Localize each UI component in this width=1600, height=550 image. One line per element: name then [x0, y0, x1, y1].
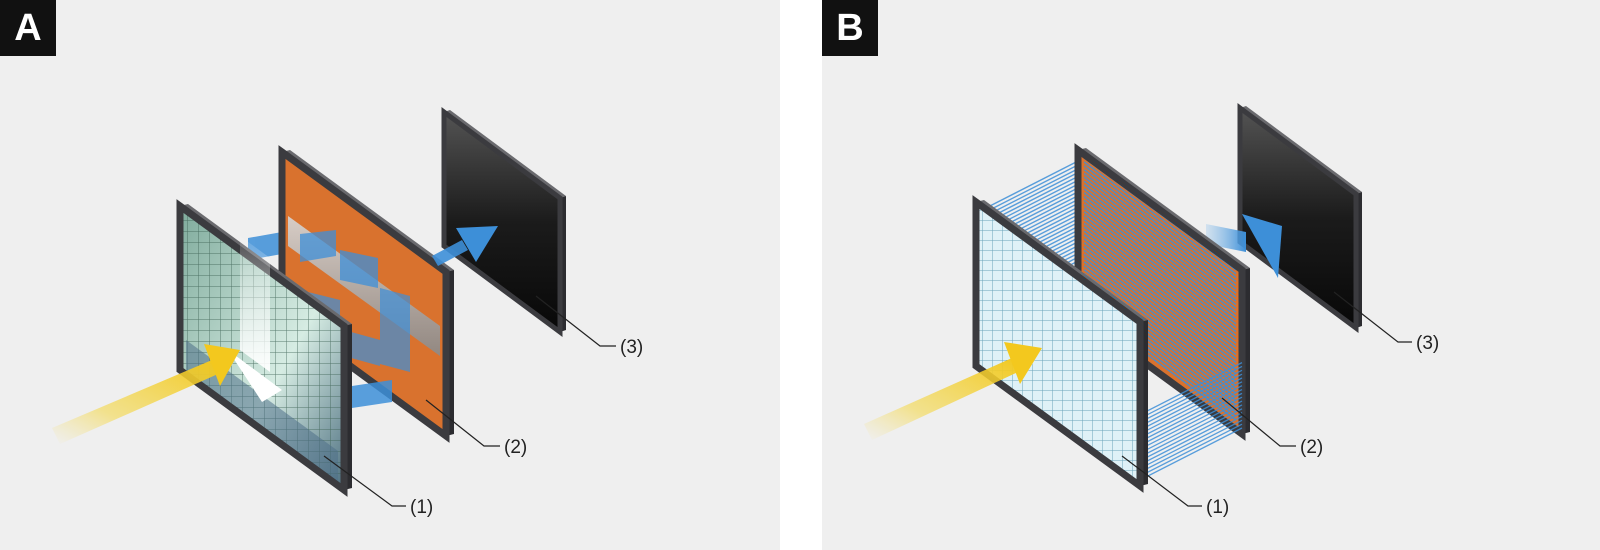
panel-b-fiber-line: [1139, 419, 1243, 473]
panel-b-fiber-line: [1083, 203, 1237, 317]
panel-b-leaders: [1121, 291, 1412, 507]
panel-b-label: B: [822, 0, 878, 56]
panel-b-fiber-line: [1083, 176, 1237, 290]
panel-b-fiber-line: [1083, 172, 1237, 286]
panel-b-callout-2: (2): [1300, 437, 1323, 458]
panel-b-fiber-line: [1139, 404, 1243, 458]
panel-b-fiber-line: [1139, 385, 1243, 439]
panel-b-fiber-line: [1083, 188, 1237, 302]
panel-b-fiber-line: [1083, 245, 1237, 360]
panel-b-fiber-line: [1083, 242, 1237, 356]
panel-b: B: [822, 0, 1600, 550]
panel-a-callout-2: (2): [504, 437, 527, 458]
panel-a-callout-3: (3): [620, 337, 643, 358]
panel-a-callout-1: (1): [410, 497, 433, 518]
panel-b-fiber-line: [1139, 365, 1243, 420]
panel-b-fiber-line: [1083, 257, 1237, 371]
panel-b-fiber-line: [1083, 253, 1237, 367]
panel-b-fiber-line: [1083, 215, 1237, 329]
panel-b-fiber-line: [1139, 381, 1243, 435]
panel-b-fiber-line: [1083, 195, 1237, 310]
panel-a-leaders: [323, 295, 616, 507]
panel-b-fiber-line: [981, 161, 1085, 215]
panel-b-fiber-line: [1083, 199, 1237, 313]
panel-b-fiber-line: [1083, 207, 1237, 321]
panel-b-fiber-line: [1083, 261, 1237, 375]
panel-b-fiber-line: [981, 157, 1085, 211]
panel-a-label: A: [0, 0, 56, 56]
panel-b-fiber-line: [1083, 249, 1237, 363]
panel-b-fiber-line: [1083, 192, 1237, 306]
panel-b-fiber-line: [1083, 230, 1237, 344]
panel-b-fiber-line: [1139, 427, 1243, 481]
panel-b-fiber-line: [1139, 415, 1243, 470]
panel-a: A: [0, 0, 780, 550]
panel-b-fiber-line: [1083, 211, 1237, 325]
panel-b-fiber-line: [1139, 396, 1243, 450]
panel-a-blue-flow-low: [352, 380, 392, 408]
panel-b-fiber-line: [1083, 234, 1237, 348]
panel-b-fiber-line: [1083, 161, 1237, 275]
panel-b-fiber-line: [1083, 184, 1237, 298]
panel-b-callout-3: (3): [1416, 333, 1439, 354]
panel-b-fiber-line: [1139, 362, 1243, 416]
panel-b-illustration: (3) (2) (1): [864, 103, 1439, 518]
panel-b-fiber-line: [1139, 408, 1243, 462]
panel-b-fiber-line: [1139, 412, 1243, 466]
panel-b-fiber-line: [1083, 218, 1237, 333]
panel-b-fiber-line: [1139, 400, 1243, 454]
panel-b-fiber-line: [1083, 238, 1237, 352]
panel-b-fiber-line: [1083, 222, 1237, 336]
panel-b-fiber-line: [1139, 369, 1243, 423]
panel-b-fiber-line: [1083, 265, 1237, 379]
panel-b-fiber-line: [1083, 268, 1237, 383]
panel-a-plate-1: [176, 199, 352, 497]
panel-a-plate-3: [441, 107, 566, 337]
panel-b-fiber-line: [1083, 165, 1237, 279]
panel-b-fiber-line: [1139, 423, 1243, 477]
panel-b-fiber-line: [1139, 392, 1243, 446]
panel-b-fiber-line: [981, 165, 1085, 219]
panel-b-fiber-line: [1083, 168, 1237, 283]
panel-b-fiber-line: [1083, 226, 1237, 340]
panel-b-yellow-arrow: [864, 342, 1042, 440]
panel-a-illustration: (3) (2) (1): [52, 107, 643, 518]
panel-b-fiber-line: [1139, 388, 1243, 443]
panel-b-plate-1: [972, 195, 1148, 493]
panel-b-fiber-line: [1139, 373, 1243, 427]
panel-b-plate-3: [1237, 103, 1362, 333]
panel-b-fiber-line: [1083, 180, 1237, 294]
panel-b-callout-1: (1): [1206, 497, 1229, 518]
panel-b-fiber-line: [1139, 377, 1243, 431]
panel-a-yellow-arrow: [52, 344, 240, 444]
panel-a-blue-arrow: [432, 226, 498, 266]
